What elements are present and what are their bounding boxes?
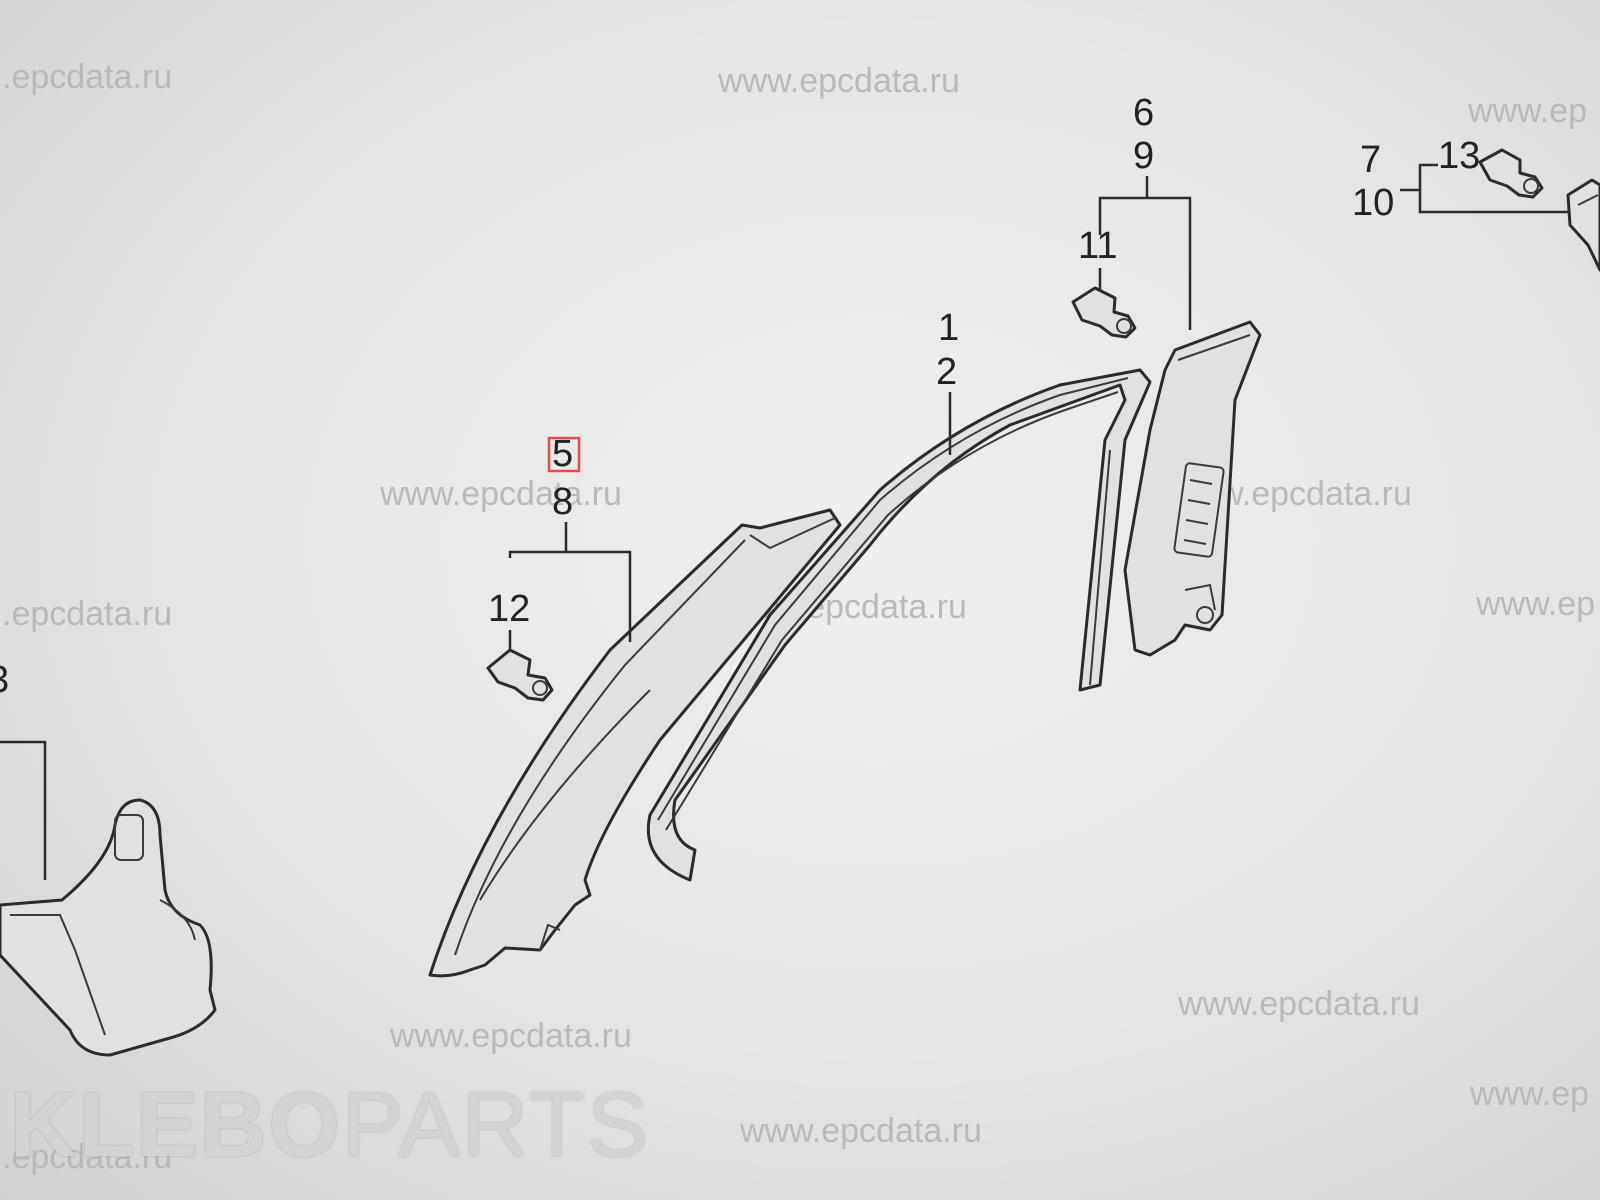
- callout-3: 3: [0, 659, 9, 701]
- callout-6: 6: [1133, 92, 1154, 134]
- callout-12: 12: [488, 588, 530, 630]
- watermark: www.ep: [1475, 585, 1595, 623]
- callout-11: 11: [1078, 225, 1117, 267]
- watermark: www.epcdata.ru: [379, 475, 622, 513]
- callout-1: 1: [938, 307, 959, 349]
- callout-10: 10: [1352, 182, 1394, 224]
- leader-6-9: [1098, 176, 1192, 330]
- watermark: www.epcdata.ru: [717, 62, 960, 100]
- highlight-box: [547, 436, 581, 473]
- clip-11-icon: [1071, 286, 1137, 339]
- callout-2: 2: [936, 351, 957, 393]
- callout-9: 9: [1133, 135, 1154, 177]
- clip-12-icon: [486, 648, 554, 702]
- watermark: www.epcdata.ru: [389, 1017, 632, 1055]
- watermark: www.ep: [1469, 1075, 1589, 1113]
- callout-13: 13: [1438, 135, 1480, 177]
- watermark: .epcdata.ru: [2, 1138, 172, 1176]
- part-1-door-seal: [646, 368, 1152, 882]
- part-6-upper-pillar-trim: [1123, 320, 1262, 657]
- kleboparts-logo: KLEBOPARTS: [10, 1074, 651, 1176]
- watermark: www.epcdata.ru: [1177, 985, 1420, 1023]
- callout-5: 5: [552, 433, 573, 475]
- callout-8: 8: [552, 481, 573, 523]
- part-5-pillar-garnish: [428, 508, 842, 978]
- watermark: .epcdata.ru: [2, 595, 172, 633]
- clip-13-icon: [1478, 148, 1544, 199]
- leader-5-8: [508, 522, 632, 642]
- callout-7: 7: [1360, 139, 1381, 181]
- watermark: www.ep: [1467, 92, 1587, 130]
- watermark: www.epcdata.ru: [739, 1112, 982, 1150]
- part-7-edge-trim: [1566, 178, 1600, 272]
- watermark: .epcdata.ru: [2, 58, 172, 96]
- leader-3: [0, 740, 47, 880]
- leader-7-10: [1400, 163, 1568, 214]
- part-3-lower-trim: [0, 798, 217, 1057]
